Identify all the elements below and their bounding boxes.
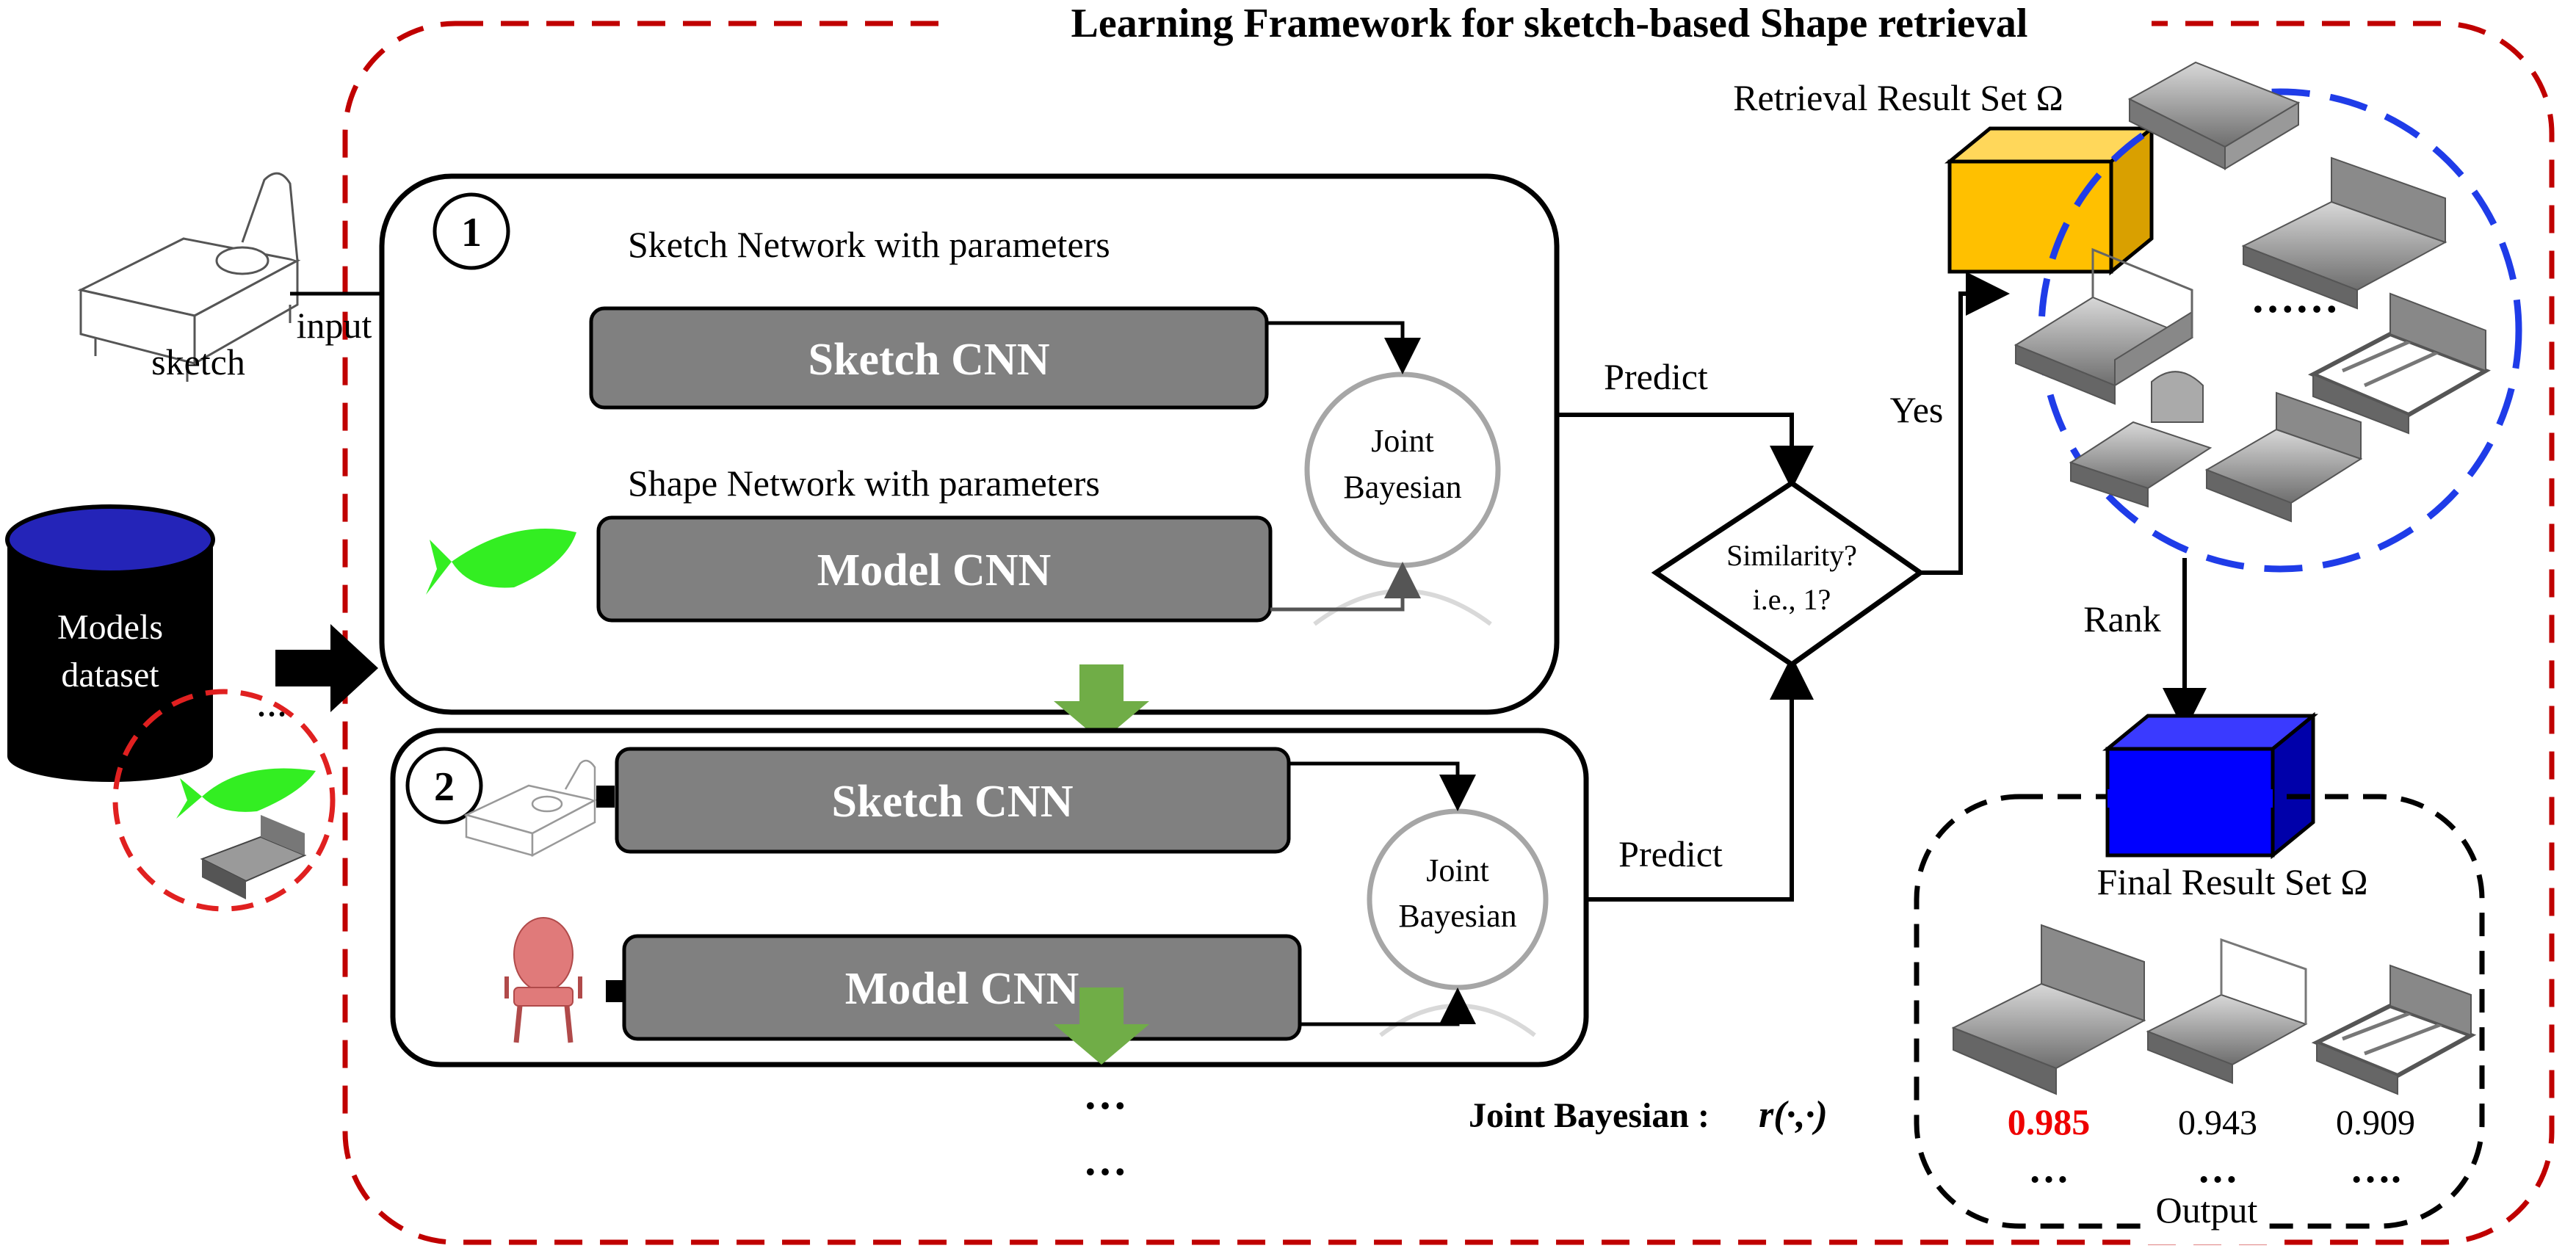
stage2-sketch-cnn-box (615, 747, 1291, 854)
stage2-joint-line2: Bayesian (1398, 898, 1516, 934)
stage2-number: 2 (434, 764, 455, 810)
retrieval-result-circle (2038, 88, 2522, 573)
final-dots-2: … (2197, 1146, 2238, 1192)
predict2-label: Predict (1618, 833, 1723, 874)
stage2-joint-line1: Joint (1426, 852, 1489, 888)
bed-sample-icon (200, 815, 307, 899)
similarity-decision-diamond (1651, 479, 1925, 668)
stage2-sketch-input-arrow (596, 786, 615, 808)
bed-thumb-top (2127, 61, 2301, 170)
final-dots-1: … (2028, 1146, 2069, 1192)
framework-border (342, 21, 2555, 1245)
final-cube-gap (2108, 789, 2273, 808)
stage2-sketch-to-joint-connector (1289, 761, 1476, 811)
bed-thumb-right-top (2241, 156, 2447, 310)
final-dots-3: …. (2350, 1146, 2401, 1192)
final-bed-thumbnails (1951, 924, 2477, 1095)
stage2-sketch-cnn-label: Sketch CNN (832, 777, 1074, 827)
final-score-1: 0.985 (2008, 1101, 2091, 1142)
retrieval-ellipsis: …… (2251, 273, 2339, 322)
decision-line1: Similarity? (1726, 539, 1857, 572)
stage1-model-cnn-box (596, 515, 1273, 623)
stage2-ellipsis-1: … (1083, 1070, 1127, 1118)
stage1-sketch-cnn-box (589, 306, 1269, 410)
yes-label: Yes (1890, 389, 1944, 430)
sketch-network-caption: Sketch Network with parameters (628, 224, 1110, 265)
stage2-number-circle (405, 747, 483, 824)
joint-bayesian-formula-prefix: Joint Bayesian : (1469, 1096, 1710, 1135)
stage1-number: 1 (461, 210, 482, 255)
stage1-joint-line2: Bayesian (1343, 469, 1461, 505)
samples-dashed-circle (112, 689, 336, 912)
retrieval-cube (1944, 124, 2157, 276)
stage2-model-cnn-label: Model CNN (845, 964, 1079, 1014)
bed-thumb-bottom-right (2204, 391, 2363, 523)
decision-line2: i.e., 1? (1753, 583, 1831, 616)
stage1-model-to-joint-connector (1270, 562, 1421, 612)
rank-label: Rank (2083, 598, 2161, 639)
retrieval-bed-thumbnails (2014, 61, 2491, 523)
stage1-joint-line1: Joint (1371, 423, 1434, 459)
stage2-model-to-joint-connector (1300, 987, 1476, 1026)
dataset-label-line2: dataset (61, 656, 159, 695)
title-background (947, 0, 2152, 51)
joint-bayesian-formula: r(·,·) (1759, 1094, 1828, 1136)
stage1-sketch-to-joint-connector (1267, 321, 1421, 374)
predict1-connector (1557, 413, 1814, 490)
stage2-model-cnn-box (622, 934, 1302, 1041)
input-label: input (297, 305, 372, 346)
bed-thumb-left-middle (2014, 247, 2194, 405)
stage2-chair-icon (504, 917, 582, 1043)
stage2-continue-arrow (1054, 987, 1149, 1065)
final-result-label: Final Result Set Ω (2096, 861, 2367, 902)
dataset-label-line1: Models (57, 608, 163, 647)
final-bed-1 (1951, 924, 2146, 1095)
predict2-connector (1586, 656, 1814, 902)
stage1-model-cnn-label: Model CNN (817, 546, 1052, 595)
output-label: Output (2156, 1189, 2258, 1231)
dataset-ellipsis: ... (256, 680, 287, 725)
sketch-label: sketch (151, 341, 245, 383)
stage1-number-circle (433, 192, 510, 270)
stage-transition-arrow (1054, 664, 1149, 742)
bed-thumb-right-middle (2307, 292, 2491, 435)
predict1-label: Predict (1604, 356, 1708, 397)
stage2-sketch-bed-icon (463, 759, 598, 858)
yes-connector (1920, 272, 2010, 575)
retrieval-result-label: Retrieval Result Set Ω (1733, 77, 2063, 118)
final-score-2: 0.943 (2178, 1103, 2257, 1142)
final-cube (2102, 711, 2319, 860)
output-label-background (2144, 1193, 2269, 1244)
stage2-ellipsis-2: … (1083, 1136, 1127, 1184)
bed-thumb-bottom-left (2069, 371, 2213, 508)
framework-title: Learning Framework for sketch-based Shap… (1071, 1, 2028, 46)
models-dataset-cylinder (5, 504, 215, 782)
fish-sample-icon (176, 768, 316, 819)
stage1-sketch-cnn-label: Sketch CNN (808, 335, 1050, 385)
sketch-bed-image (77, 172, 301, 382)
final-bed-3 (2311, 964, 2477, 1095)
shape-network-caption: Shape Network with parameters (628, 463, 1100, 504)
stage1-fish-icon (426, 529, 576, 595)
final-score-3: 0.909 (2336, 1103, 2415, 1142)
stage2-model-input-arrow (606, 980, 624, 1002)
dataset-to-network-arrow (275, 624, 378, 712)
final-bed-2 (2146, 938, 2308, 1084)
